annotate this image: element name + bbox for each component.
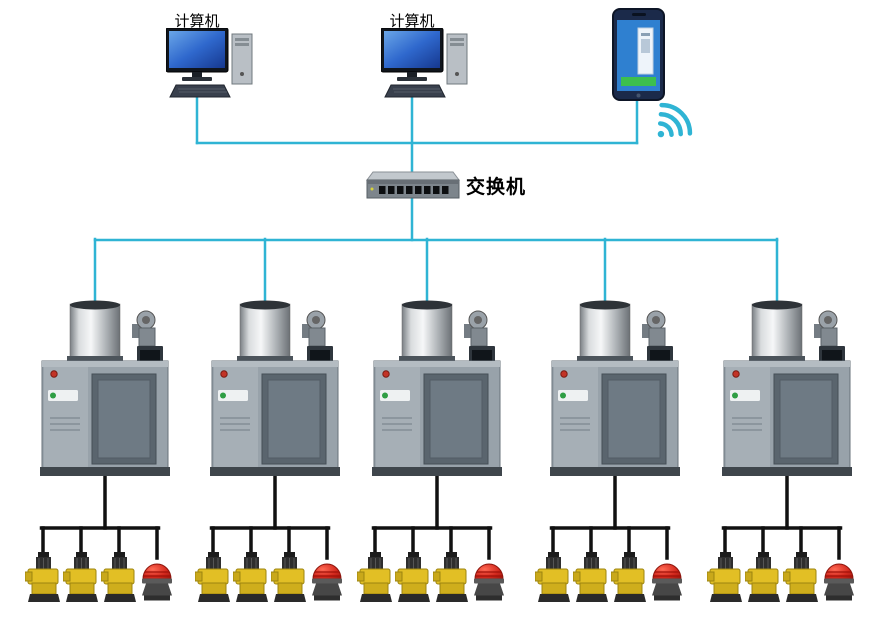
- device-group-2: [194, 552, 346, 612]
- metering-pump: [706, 552, 743, 609]
- dosing-machine-icon: [372, 300, 502, 476]
- device-group-3: [356, 552, 508, 612]
- metering-pump: [432, 552, 469, 609]
- metering-pump-icon: [232, 552, 268, 602]
- desktop-computer-icon: [165, 27, 253, 98]
- wifi-icon: [642, 96, 694, 151]
- metering-pump: [782, 552, 819, 609]
- alarm-beacon: [139, 552, 175, 609]
- metering-pump-icon: [356, 552, 392, 602]
- metering-pump: [62, 552, 99, 609]
- dosing-machine-icon: [210, 300, 340, 476]
- network-switch: [365, 170, 460, 207]
- alarm-beacon: [471, 552, 507, 609]
- metering-pump: [194, 552, 231, 609]
- dosing-machine-icon: [40, 300, 170, 476]
- computer-2-label: 计算机: [389, 13, 435, 30]
- alarm-beacon: [309, 552, 345, 609]
- metering-pump-icon: [744, 552, 780, 602]
- metering-pump-icon: [194, 552, 230, 602]
- alarm-beacon: [649, 552, 685, 609]
- computer-1: [165, 27, 258, 105]
- switch-label: 交换机: [466, 177, 527, 198]
- metering-pump: [394, 552, 431, 609]
- alarm-beacon-icon: [142, 563, 172, 601]
- metering-pump-icon: [534, 552, 570, 602]
- machine-5: [722, 298, 852, 483]
- device-group-5: [706, 552, 858, 612]
- smartphone-icon: [612, 8, 665, 101]
- metering-pump: [24, 552, 61, 609]
- machine-2: [210, 298, 340, 483]
- machine-4: [550, 298, 680, 483]
- smartphone: [612, 8, 667, 108]
- device-group-1: [24, 552, 176, 612]
- wifi-signal-icon: [657, 102, 693, 138]
- metering-pump-icon: [394, 552, 430, 602]
- metering-pump: [100, 552, 137, 609]
- metering-pump: [356, 552, 393, 609]
- machine-3: [372, 298, 502, 483]
- metering-pump: [232, 552, 269, 609]
- metering-pump-icon: [572, 552, 608, 602]
- metering-pump-icon: [432, 552, 468, 602]
- ethernet-switch-icon: [366, 171, 460, 199]
- metering-pump: [744, 552, 781, 609]
- metering-pump-icon: [100, 552, 136, 602]
- machine-1: [40, 298, 170, 483]
- computer-2: [380, 27, 473, 105]
- dosing-machine-icon: [722, 300, 852, 476]
- alarm-beacon-icon: [312, 563, 342, 601]
- metering-pump: [534, 552, 571, 609]
- metering-pump-icon: [24, 552, 60, 602]
- desktop-computer-icon: [380, 27, 468, 98]
- metering-pump: [270, 552, 307, 609]
- alarm-beacon-icon: [474, 563, 504, 601]
- metering-pump-icon: [62, 552, 98, 602]
- dosing-machine-icon: [550, 300, 680, 476]
- device-group-4: [534, 552, 686, 612]
- alarm-beacon-icon: [652, 563, 682, 601]
- metering-pump: [572, 552, 609, 609]
- metering-pump-icon: [610, 552, 646, 602]
- metering-pump-icon: [706, 552, 742, 602]
- metering-pump-icon: [270, 552, 306, 602]
- metering-pump-icon: [782, 552, 818, 602]
- computer-1-label: 计算机: [174, 13, 220, 30]
- metering-pump: [610, 552, 647, 609]
- alarm-beacon-icon: [824, 563, 854, 601]
- alarm-beacon: [821, 552, 857, 609]
